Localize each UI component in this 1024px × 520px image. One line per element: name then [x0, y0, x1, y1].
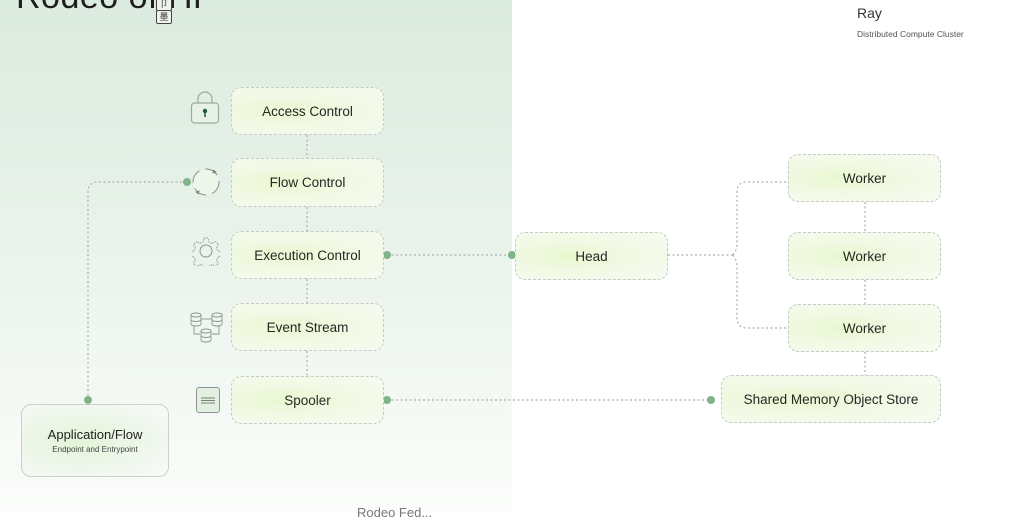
node-label: Flow Control [269, 175, 346, 190]
node-event-stream[interactable]: Event Stream [231, 303, 384, 351]
node-execution-control[interactable]: Execution Control [231, 231, 384, 279]
node-title: Application/Flow [47, 427, 143, 442]
node-label: Worker [842, 248, 887, 264]
node-label: Execution Control [254, 247, 361, 263]
node-worker-1[interactable]: Worker [788, 154, 941, 202]
node-worker-3[interactable]: Worker [788, 304, 941, 352]
node-label: Spooler [284, 392, 331, 408]
node-shared-memory-object-store[interactable]: Shared Memory Object Store [721, 375, 941, 423]
gear-icon [189, 236, 223, 271]
node-label: Access Control [262, 103, 353, 119]
node-flow-control[interactable]: Flow Control [231, 158, 384, 207]
link-branch-worker3 [732, 254, 788, 329]
seal-icon-2: 墨 [156, 10, 172, 24]
lock-icon [190, 90, 220, 124]
database-stream-icon [189, 311, 223, 343]
connector-dot [707, 396, 715, 404]
ray-title: Ray [857, 5, 882, 21]
bottom-label-truncated: Rodeo Fed... [357, 505, 433, 520]
node-access-control[interactable]: Access Control [231, 87, 384, 135]
document-lines-icon [196, 387, 220, 413]
connector-dot [383, 251, 391, 259]
node-worker-2[interactable]: Worker [788, 232, 941, 280]
node-label: Event Stream [266, 319, 349, 335]
node-label: Shared Memory Object Store [743, 391, 919, 407]
node-subtitle: Endpoint and Entrypoint [52, 445, 138, 454]
node-spooler[interactable]: Spooler [231, 376, 384, 424]
link-app-flow [87, 181, 186, 400]
node-label: Worker [842, 170, 887, 186]
link-branch-worker1 [732, 181, 788, 256]
connector-dot [508, 251, 516, 259]
connector-dot [84, 396, 92, 404]
connector-dot [383, 396, 391, 404]
connector-dot [183, 178, 191, 186]
ray-subtitle: Distributed Compute Cluster [857, 29, 964, 39]
node-head[interactable]: Head [515, 232, 668, 280]
node-label: Worker [842, 320, 887, 336]
cycle-arrows-icon [191, 167, 221, 197]
node-application-flow[interactable]: Application/Flow Endpoint and Entrypoint [21, 404, 169, 477]
node-label: Head [575, 248, 608, 264]
